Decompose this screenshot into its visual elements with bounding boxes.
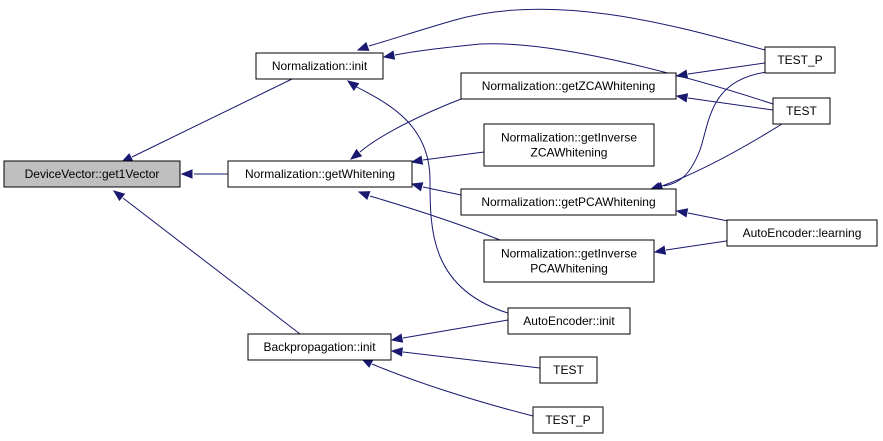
call-edge-test_1-to-norm_getpca	[648, 123, 783, 192]
call-edge-norm_getinvpca-to-norm_getwhitening	[357, 191, 501, 241]
edge-line	[359, 98, 462, 153]
node-box	[255, 52, 384, 80]
node-layer: DeviceVector::get1Vector Normalization::i…	[3, 46, 878, 434]
arrowhead-icon	[357, 191, 371, 201]
node-box	[3, 160, 181, 188]
edge-line	[368, 8, 766, 51]
arrowhead-icon	[410, 182, 424, 192]
edge-line	[687, 212, 734, 223]
node-label: Backpropagation::init	[263, 340, 376, 354]
node-label: PCAWhitening	[530, 262, 608, 276]
node-label: Normalization::getInverse	[501, 247, 637, 261]
node-label: DeviceVector::get1Vector	[25, 167, 160, 181]
arrowhead-icon	[356, 41, 370, 51]
call-edge-test_p_1-to-norm_getzca	[675, 62, 766, 79]
call-edge-test_1-to-norm_init	[382, 43, 774, 105]
call-edge-ae_learning-to-norm_getinvpca	[653, 239, 734, 255]
node-box	[764, 46, 836, 74]
node-label: TEST	[553, 363, 584, 377]
call-edge-ae_init-to-norm_init	[346, 80, 512, 315]
node-label: Normalization::getZCAWhitening	[482, 79, 656, 93]
node-box	[507, 307, 631, 335]
edge-line	[371, 363, 534, 417]
node-label: ZCAWhitening	[531, 146, 608, 160]
call-edge-norm_getzca-to-norm_getwhitening	[349, 98, 462, 160]
call-edge-norm_getinvzca-to-norm_getwhitening	[410, 151, 485, 165]
call-edge-norm_init-to-root	[120, 78, 293, 163]
node-label: AutoEncoder::init	[523, 314, 615, 328]
edge-line	[422, 186, 462, 196]
call-edge-test_p_2-to-bp_init	[360, 358, 534, 417]
arrowhead-icon	[390, 347, 403, 357]
edge-line	[422, 151, 485, 161]
node-box	[460, 72, 677, 100]
node-norm-getpca[interactable]: Normalization::getPCAWhitening	[460, 188, 677, 216]
call-edge-ae_learning-to-norm_getpca	[675, 208, 734, 223]
edge-layer	[112, 8, 783, 417]
arrowhead-icon	[180, 169, 193, 179]
call-edge-norm_getpca-to-norm_getwhitening	[410, 182, 462, 196]
node-ae-learning[interactable]: AutoEncoder::learning	[726, 219, 878, 247]
edge-line	[122, 197, 301, 335]
arrowhead-icon	[675, 93, 689, 103]
node-test-p-2[interactable]: TEST_P	[532, 406, 604, 434]
call-edge-norm_getwhitening-to-root	[180, 169, 228, 179]
call-edge-ae_init-to-bp_init	[390, 319, 509, 343]
node-box	[726, 219, 878, 247]
node-label: Normalization::getPCAWhitening	[481, 195, 655, 209]
edge-line	[394, 43, 774, 105]
node-box	[483, 123, 655, 167]
node-ae-init[interactable]: AutoEncoder::init	[507, 307, 631, 335]
arrowhead-icon	[675, 208, 689, 218]
node-label: Normalization::getWhitening	[245, 167, 395, 181]
node-norm-getwhitening[interactable]: Normalization::getWhitening	[227, 160, 413, 188]
call-edge-test_1-to-norm_getzca	[675, 93, 774, 111]
edge-line	[663, 71, 768, 187]
call-edge-bp_init-to-root	[112, 190, 301, 335]
node-test-1[interactable]: TEST	[772, 97, 831, 125]
node-test-2[interactable]: TEST	[539, 356, 598, 384]
call-edge-test_p_1-to-norm_init	[356, 8, 766, 51]
node-box	[460, 188, 677, 216]
edge-line	[687, 62, 766, 75]
node-box	[227, 160, 413, 188]
call-edge-test_2-to-bp_init	[390, 347, 541, 369]
edge-line	[687, 97, 774, 111]
arrowhead-icon	[653, 245, 667, 255]
node-label: Normalization::init	[272, 59, 368, 73]
node-norm-getzca[interactable]: Normalization::getZCAWhitening	[460, 72, 677, 100]
node-box	[247, 333, 392, 361]
node-box	[532, 406, 604, 434]
node-box	[772, 97, 831, 125]
arrowhead-icon	[346, 80, 360, 91]
node-root[interactable]: DeviceVector::get1Vector	[3, 160, 181, 188]
arrowhead-icon	[410, 155, 424, 165]
node-label: TEST	[786, 104, 817, 118]
arrowhead-icon	[390, 333, 404, 343]
node-label: Normalization::getInverse	[501, 131, 637, 145]
node-label: TEST_P	[545, 413, 590, 427]
edge-line	[369, 195, 501, 241]
arrowhead-icon	[349, 148, 363, 160]
node-label: AutoEncoder::learning	[743, 226, 862, 240]
node-bp-init[interactable]: Backpropagation::init	[247, 333, 392, 361]
edge-line	[661, 123, 783, 187]
edge-line	[402, 319, 509, 339]
node-box	[539, 356, 598, 384]
edge-line	[665, 239, 734, 251]
edge-line	[402, 351, 541, 369]
edge-line	[131, 78, 293, 158]
arrowhead-icon	[675, 69, 689, 79]
node-norm-init[interactable]: Normalization::init	[255, 52, 384, 80]
node-box	[483, 239, 655, 283]
arrowhead-icon	[382, 50, 396, 60]
node-label: TEST_P	[777, 53, 822, 67]
node-test-p-1[interactable]: TEST_P	[764, 46, 836, 74]
arrowhead-icon	[112, 190, 126, 202]
edge-line	[354, 85, 512, 315]
